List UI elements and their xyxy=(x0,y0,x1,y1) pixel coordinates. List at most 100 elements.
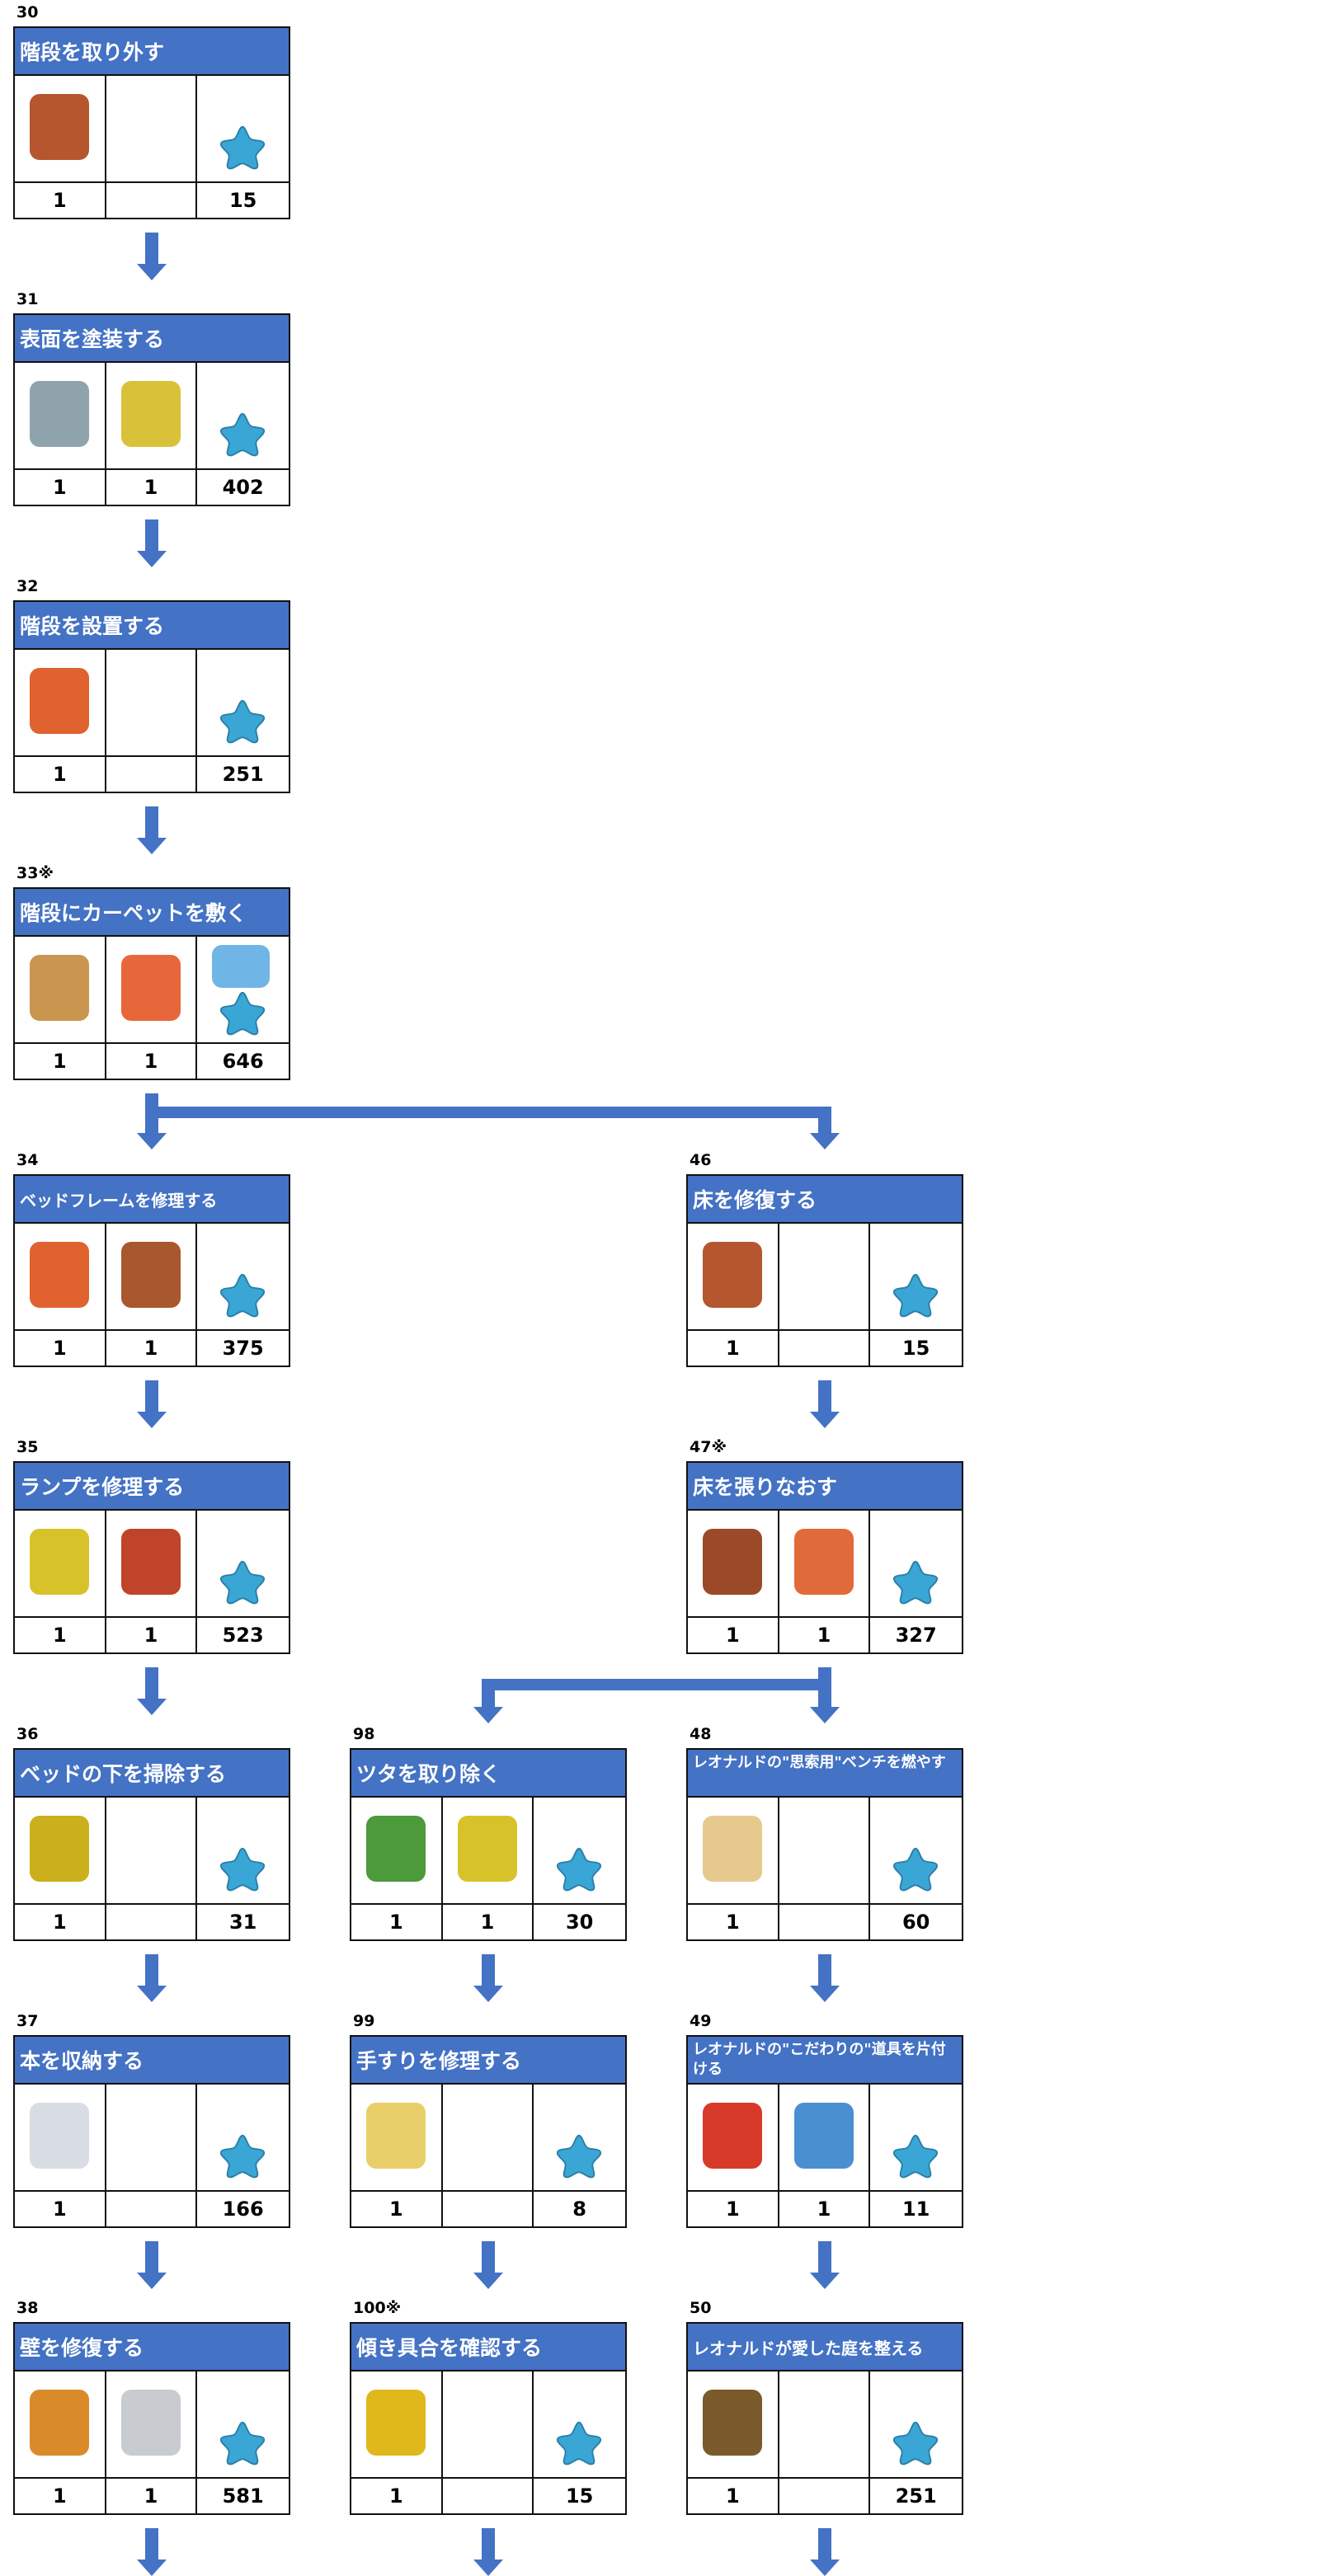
item-cell xyxy=(106,1224,198,1331)
star-reward: 60 xyxy=(901,1911,930,1934)
item-cell xyxy=(15,76,106,183)
step-number: 100※ xyxy=(353,2299,402,2317)
quest-title: ツタを取り除く xyxy=(351,1750,625,1798)
item-row xyxy=(15,363,289,470)
item-cell xyxy=(106,2085,198,2192)
item-nail-box-icon xyxy=(793,1529,854,1595)
quest-title: 床を修復する xyxy=(688,1176,962,1224)
arrow-shaft xyxy=(818,1954,831,1986)
arrow-shaft xyxy=(482,2241,495,2273)
item-cell xyxy=(779,2085,871,2192)
quest-title: 階段を取り外す xyxy=(15,28,289,76)
item-cell xyxy=(15,937,106,1044)
item-book-icon xyxy=(30,2103,89,2169)
quest-title: 傾き具合を確認する xyxy=(351,2324,625,2372)
item-row xyxy=(688,1798,962,1905)
item-gloves-icon xyxy=(457,1816,517,1882)
step-number: 99 xyxy=(353,2012,375,2030)
item-count xyxy=(106,757,198,792)
item-cell xyxy=(779,2372,871,2479)
item-count: 1 xyxy=(688,1618,779,1652)
arrow-head-icon xyxy=(137,1986,167,2002)
item-count: 1 xyxy=(106,1331,198,1366)
item-cell xyxy=(688,2372,779,2479)
quest-title: ベッドフレームを修理する xyxy=(15,1176,289,1224)
step-number: 38 xyxy=(16,2299,39,2317)
star-icon xyxy=(892,2419,939,2466)
item-count xyxy=(443,2192,534,2226)
item-bench-icon xyxy=(703,1816,762,1882)
arrow-shaft xyxy=(818,2241,831,2273)
item-cell xyxy=(688,1798,779,1905)
star-reward: 166 xyxy=(222,2198,264,2221)
item-count: 1 xyxy=(688,1905,779,1939)
item-cell xyxy=(870,2372,962,2479)
item-count: 1 xyxy=(106,470,198,505)
quest-title: 表面を塗装する xyxy=(15,315,289,363)
arrow-shaft xyxy=(145,1107,831,1118)
item-cell xyxy=(106,937,198,1044)
arrow-head-icon xyxy=(137,2560,167,2576)
item-count: 1 xyxy=(779,1618,871,1652)
item-saw-icon xyxy=(120,381,181,447)
quest-title: 階段にカーペットを敷く xyxy=(15,889,289,937)
item-paint-cans-icon xyxy=(30,381,89,447)
item-logs-icon xyxy=(120,1242,181,1308)
item-oil-can-icon xyxy=(120,1529,181,1595)
item-count: 1 xyxy=(15,2479,106,2513)
quest-title: 階段を設置する xyxy=(15,602,289,650)
arrow-shaft xyxy=(145,1954,158,1986)
item-count: 1 xyxy=(15,1618,106,1652)
star-reward: 251 xyxy=(222,763,264,786)
step-number: 35 xyxy=(16,1438,39,1456)
star-icon xyxy=(219,1272,266,1318)
arrow-head-icon xyxy=(473,1986,503,2002)
item-count: 1 xyxy=(15,1331,106,1366)
quest-title: レオナルドが愛した庭を整える xyxy=(688,2324,962,2372)
item-cell xyxy=(197,1224,289,1331)
item-cell xyxy=(197,2085,289,2192)
item-cell xyxy=(106,76,198,183)
item-cell xyxy=(15,363,106,470)
star-icon xyxy=(219,2419,266,2466)
item-cell xyxy=(534,2372,625,2479)
item-count xyxy=(779,1905,871,1939)
item-cell xyxy=(15,1798,106,1905)
item-count xyxy=(443,2479,534,2513)
star-icon xyxy=(892,1845,939,1892)
item-cell xyxy=(197,363,289,470)
arrow-head-icon xyxy=(137,838,167,854)
star-icon xyxy=(892,2132,939,2179)
item-cell xyxy=(688,1511,779,1618)
item-cell xyxy=(870,1798,962,1905)
item-cell xyxy=(197,1511,289,1618)
item-count: 1 xyxy=(351,2192,443,2226)
star-reward: 15 xyxy=(228,189,257,212)
item-row xyxy=(15,2372,289,2479)
star-reward: 646 xyxy=(222,1050,264,1073)
star-icon xyxy=(219,698,266,744)
step-number: 37 xyxy=(16,2012,39,2030)
item-pruning-shears-icon xyxy=(366,1816,426,1882)
step-number: 46 xyxy=(690,1151,712,1169)
arrow-head-icon xyxy=(137,1133,167,1149)
item-cell xyxy=(870,2085,962,2192)
item-cell xyxy=(870,1224,962,1331)
star-reward: 31 xyxy=(228,1911,257,1934)
star-icon xyxy=(555,1845,603,1892)
item-row xyxy=(351,2085,625,2192)
star-icon xyxy=(219,1558,266,1605)
